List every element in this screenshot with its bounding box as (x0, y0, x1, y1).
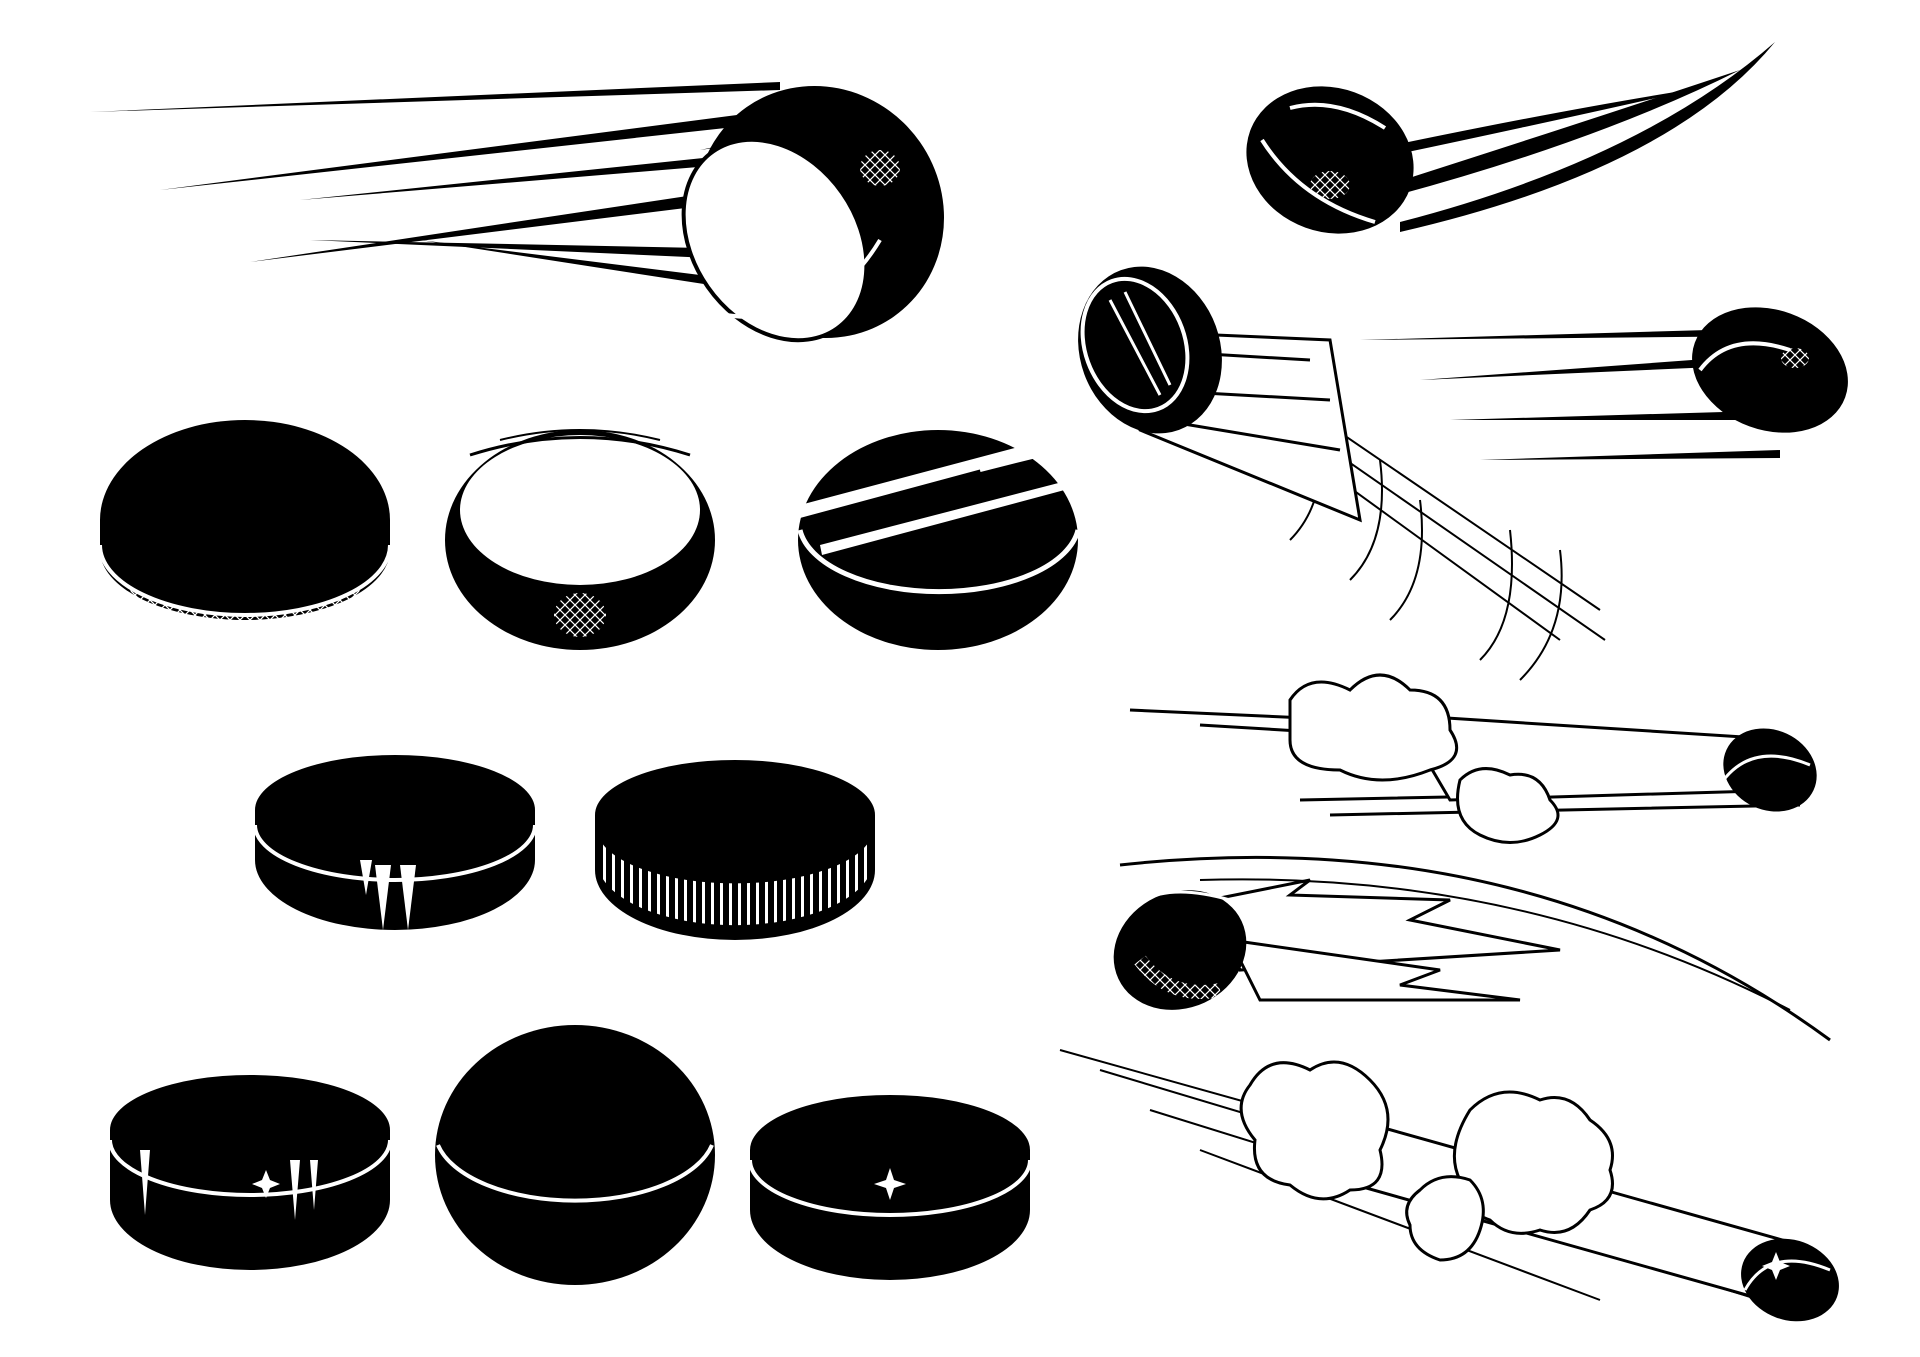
puck-flying-double-cloud (1059, 1049, 1839, 1322)
puck-static-ribbed-edge (595, 760, 875, 940)
puck-static-sparkle-right (748, 1095, 1032, 1280)
puck-flying-tilted-glass-trail (1078, 266, 1606, 681)
puck-flying-streak-right (1360, 307, 1848, 460)
puck-flying-lightning-trail (1113, 855, 1831, 1042)
puck-flying-curved-top-right (1246, 42, 1775, 234)
puck-flying-smoke-cloud (1129, 673, 1817, 844)
puck-static-plain-round (435, 1025, 715, 1285)
puck-static-drip-band (253, 755, 537, 930)
puck-static-white-top (445, 429, 715, 650)
puck-static-striped-top (797, 430, 1081, 650)
puck-static-mesh-band (98, 420, 392, 633)
puck-static-sparkle-left (108, 1075, 392, 1270)
puck-flying-streak-top-left (90, 82, 945, 343)
